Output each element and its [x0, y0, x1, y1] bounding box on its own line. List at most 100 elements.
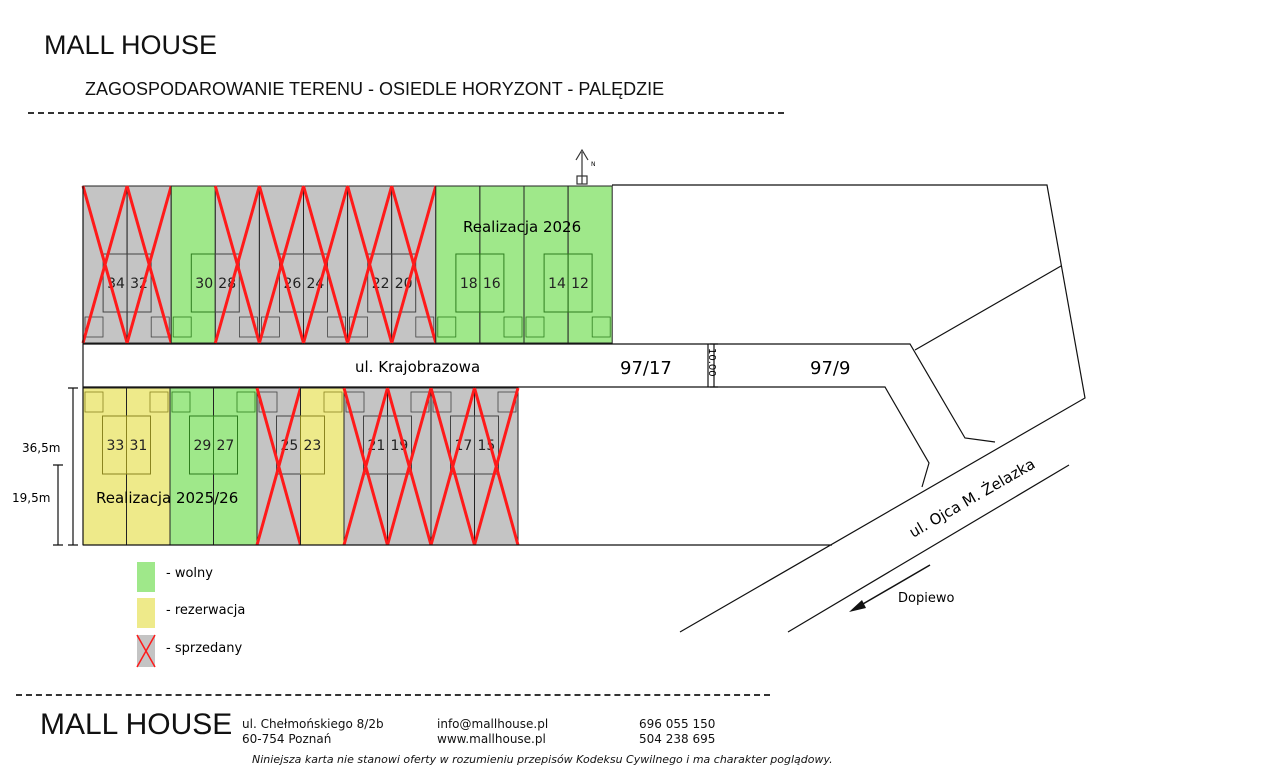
lot-14[interactable]: 14	[523, 185, 569, 344]
brand-title: MALL HOUSE	[44, 30, 218, 60]
legend-swatch-reserved	[137, 598, 155, 628]
direction-dopiewo-label: Dopiewo	[898, 591, 954, 606]
sold-cross-icon	[81, 185, 129, 344]
street-zelazka-label: ul. Ojca M. Żelazka	[906, 454, 1039, 542]
sold-cross-icon	[386, 387, 433, 546]
footer-phone-2: 504 238 695	[639, 732, 716, 746]
lot-16[interactable]: 16	[479, 185, 525, 344]
parking-icon	[236, 391, 256, 413]
lot-28[interactable]: 28	[213, 185, 261, 344]
sold-cross-icon	[346, 185, 394, 344]
parking-icon	[345, 391, 365, 413]
lot-18[interactable]: 18	[435, 185, 481, 344]
lot-20[interactable]: 20	[390, 185, 438, 344]
parking-icon	[349, 316, 369, 338]
parking-icon	[150, 316, 170, 338]
dimension-19-5m	[53, 464, 63, 546]
lot-number: 33	[107, 438, 125, 454]
lot-number: 29	[194, 438, 212, 454]
footer-brand: MALL HOUSE	[40, 708, 233, 741]
parcel-97-9-label: 97/9	[810, 358, 850, 379]
parking-icon	[149, 391, 169, 413]
parking-icon	[171, 391, 191, 413]
parking-icon	[503, 316, 523, 338]
lot-12[interactable]: 12	[567, 185, 613, 344]
lot-22[interactable]: 22	[346, 185, 394, 344]
realizacja-2026-label: Realizacja 2026	[463, 218, 581, 236]
parking-icon	[84, 316, 104, 338]
sold-cross-icon	[302, 185, 350, 344]
lot-31[interactable]: 31	[126, 387, 171, 546]
dimension-19-5m-label: 19,5m	[12, 491, 50, 505]
lot-15[interactable]: 15	[473, 387, 520, 546]
legend-label-free: - wolny	[166, 566, 213, 581]
footer-website[interactable]: www.mallhouse.pl	[437, 732, 546, 746]
sold-cross-icon	[255, 387, 302, 546]
lot-number: 30	[195, 276, 213, 292]
lot-30[interactable]: 30	[170, 185, 216, 344]
lot-25[interactable]: 25	[255, 387, 302, 546]
parking-icon	[525, 316, 545, 338]
lot-19[interactable]: 19	[386, 387, 433, 546]
lot-number: 23	[304, 438, 322, 454]
realizacja-2025-26-label: Realizacja 2025/26	[96, 489, 238, 507]
sold-cross-icon	[136, 634, 156, 668]
parcel-97-17-label: 97/17	[620, 358, 672, 379]
lot-34[interactable]: 34	[81, 185, 129, 344]
disclaimer: Niniejsza karta nie stanowi oferty w roz…	[252, 753, 833, 766]
sold-cross-icon	[473, 387, 520, 546]
dimension-36-5m-label: 36,5m	[22, 441, 60, 455]
lot-23[interactable]: 23	[300, 387, 345, 546]
parking-icon	[327, 316, 347, 338]
lot-number: 14	[548, 276, 566, 292]
sold-cross-icon	[213, 185, 261, 344]
parking-icon	[84, 391, 104, 413]
sold-cross-icon	[257, 185, 305, 344]
legend-label-sold: - sprzedany	[166, 641, 242, 656]
parking-icon	[591, 316, 611, 338]
sold-cross-icon	[390, 185, 438, 344]
lot-33[interactable]: 33	[82, 387, 127, 546]
lot-17[interactable]: 17	[429, 387, 476, 546]
footer-address-2: 60-754 Poznań	[242, 732, 332, 746]
lot-26[interactable]: 26	[257, 185, 305, 344]
lot-21[interactable]: 21	[342, 387, 389, 546]
north-label: N	[591, 161, 596, 168]
plan-title: ZAGOSPODAROWANIE TERENU - OSIEDLE HORYZO…	[85, 79, 665, 99]
parking-icon	[432, 391, 452, 413]
lot-number: 31	[130, 438, 148, 454]
sold-cross-icon	[125, 185, 173, 344]
sold-cross-icon	[342, 387, 389, 546]
road-width-label: 10.00	[706, 348, 717, 377]
direction-arrow-icon	[849, 564, 931, 612]
street-krajobrazowa-label: ul. Krajobrazowa	[355, 358, 480, 376]
road-width-dimension	[710, 343, 718, 388]
parking-icon	[238, 316, 258, 338]
lot-number: 27	[217, 438, 235, 454]
parking-icon	[437, 316, 457, 338]
divider-top	[28, 112, 784, 114]
divider-bottom	[16, 694, 770, 696]
legend-swatch-free	[137, 562, 155, 592]
parking-icon	[415, 316, 435, 338]
lot-27[interactable]: 27	[213, 387, 258, 546]
parking-icon	[172, 316, 192, 338]
footer-phone-1: 696 055 150	[639, 717, 716, 731]
parking-icon	[260, 316, 280, 338]
parking-icon	[410, 391, 430, 413]
lot-number: 16	[483, 276, 501, 292]
parking-icon	[497, 391, 517, 413]
lot-29[interactable]: 29	[169, 387, 214, 546]
lot-number: 18	[460, 276, 478, 292]
parking-icon	[258, 391, 278, 413]
lot-number: 12	[571, 276, 589, 292]
parcel-outline	[82, 184, 1086, 633]
dimension-36-5m	[68, 387, 78, 546]
lot-24[interactable]: 24	[302, 185, 350, 344]
lot-32[interactable]: 32	[125, 185, 173, 344]
parking-icon	[323, 391, 343, 413]
footer-email[interactable]: info@mallhouse.pl	[437, 717, 549, 731]
footer-address-1: ul. Chełmońskiego 8/2b	[242, 717, 384, 731]
sold-cross-icon	[429, 387, 476, 546]
